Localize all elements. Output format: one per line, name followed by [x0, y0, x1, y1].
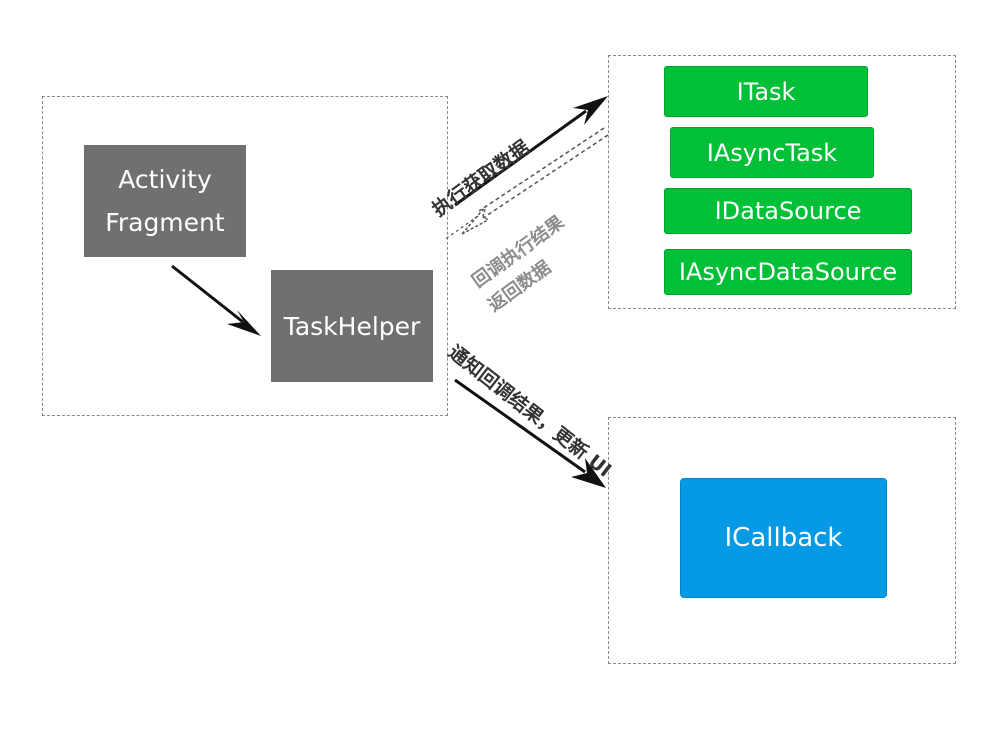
task-helper-node: TaskHelper — [271, 270, 433, 382]
icallback-node: ICallback — [680, 478, 887, 598]
activity-label: Activity — [118, 165, 212, 194]
itask-node: ITask — [664, 66, 868, 117]
icallback-label: ICallback — [724, 523, 843, 553]
idata-source-node: IDataSource — [664, 188, 912, 234]
iasync-data-source-node: IAsyncDataSource — [664, 249, 912, 295]
activity-fragment-node: Activity Fragment — [84, 145, 246, 257]
task-helper-label: TaskHelper — [283, 311, 421, 341]
iasync-task-label: IAsyncTask — [706, 138, 838, 167]
idata-source-label: IDataSource — [714, 197, 862, 225]
itask-label: ITask — [736, 77, 796, 106]
activity-to-taskhelper-arrow — [171, 264, 261, 336]
iasync-data-source-label: IAsyncDataSource — [678, 258, 898, 286]
iasync-task-node: IAsyncTask — [670, 127, 874, 178]
execute-arrow — [454, 96, 608, 207]
callback-return-arrow — [443, 127, 609, 241]
fragment-label: Fragment — [105, 208, 225, 237]
notify-arrow — [454, 378, 606, 488]
